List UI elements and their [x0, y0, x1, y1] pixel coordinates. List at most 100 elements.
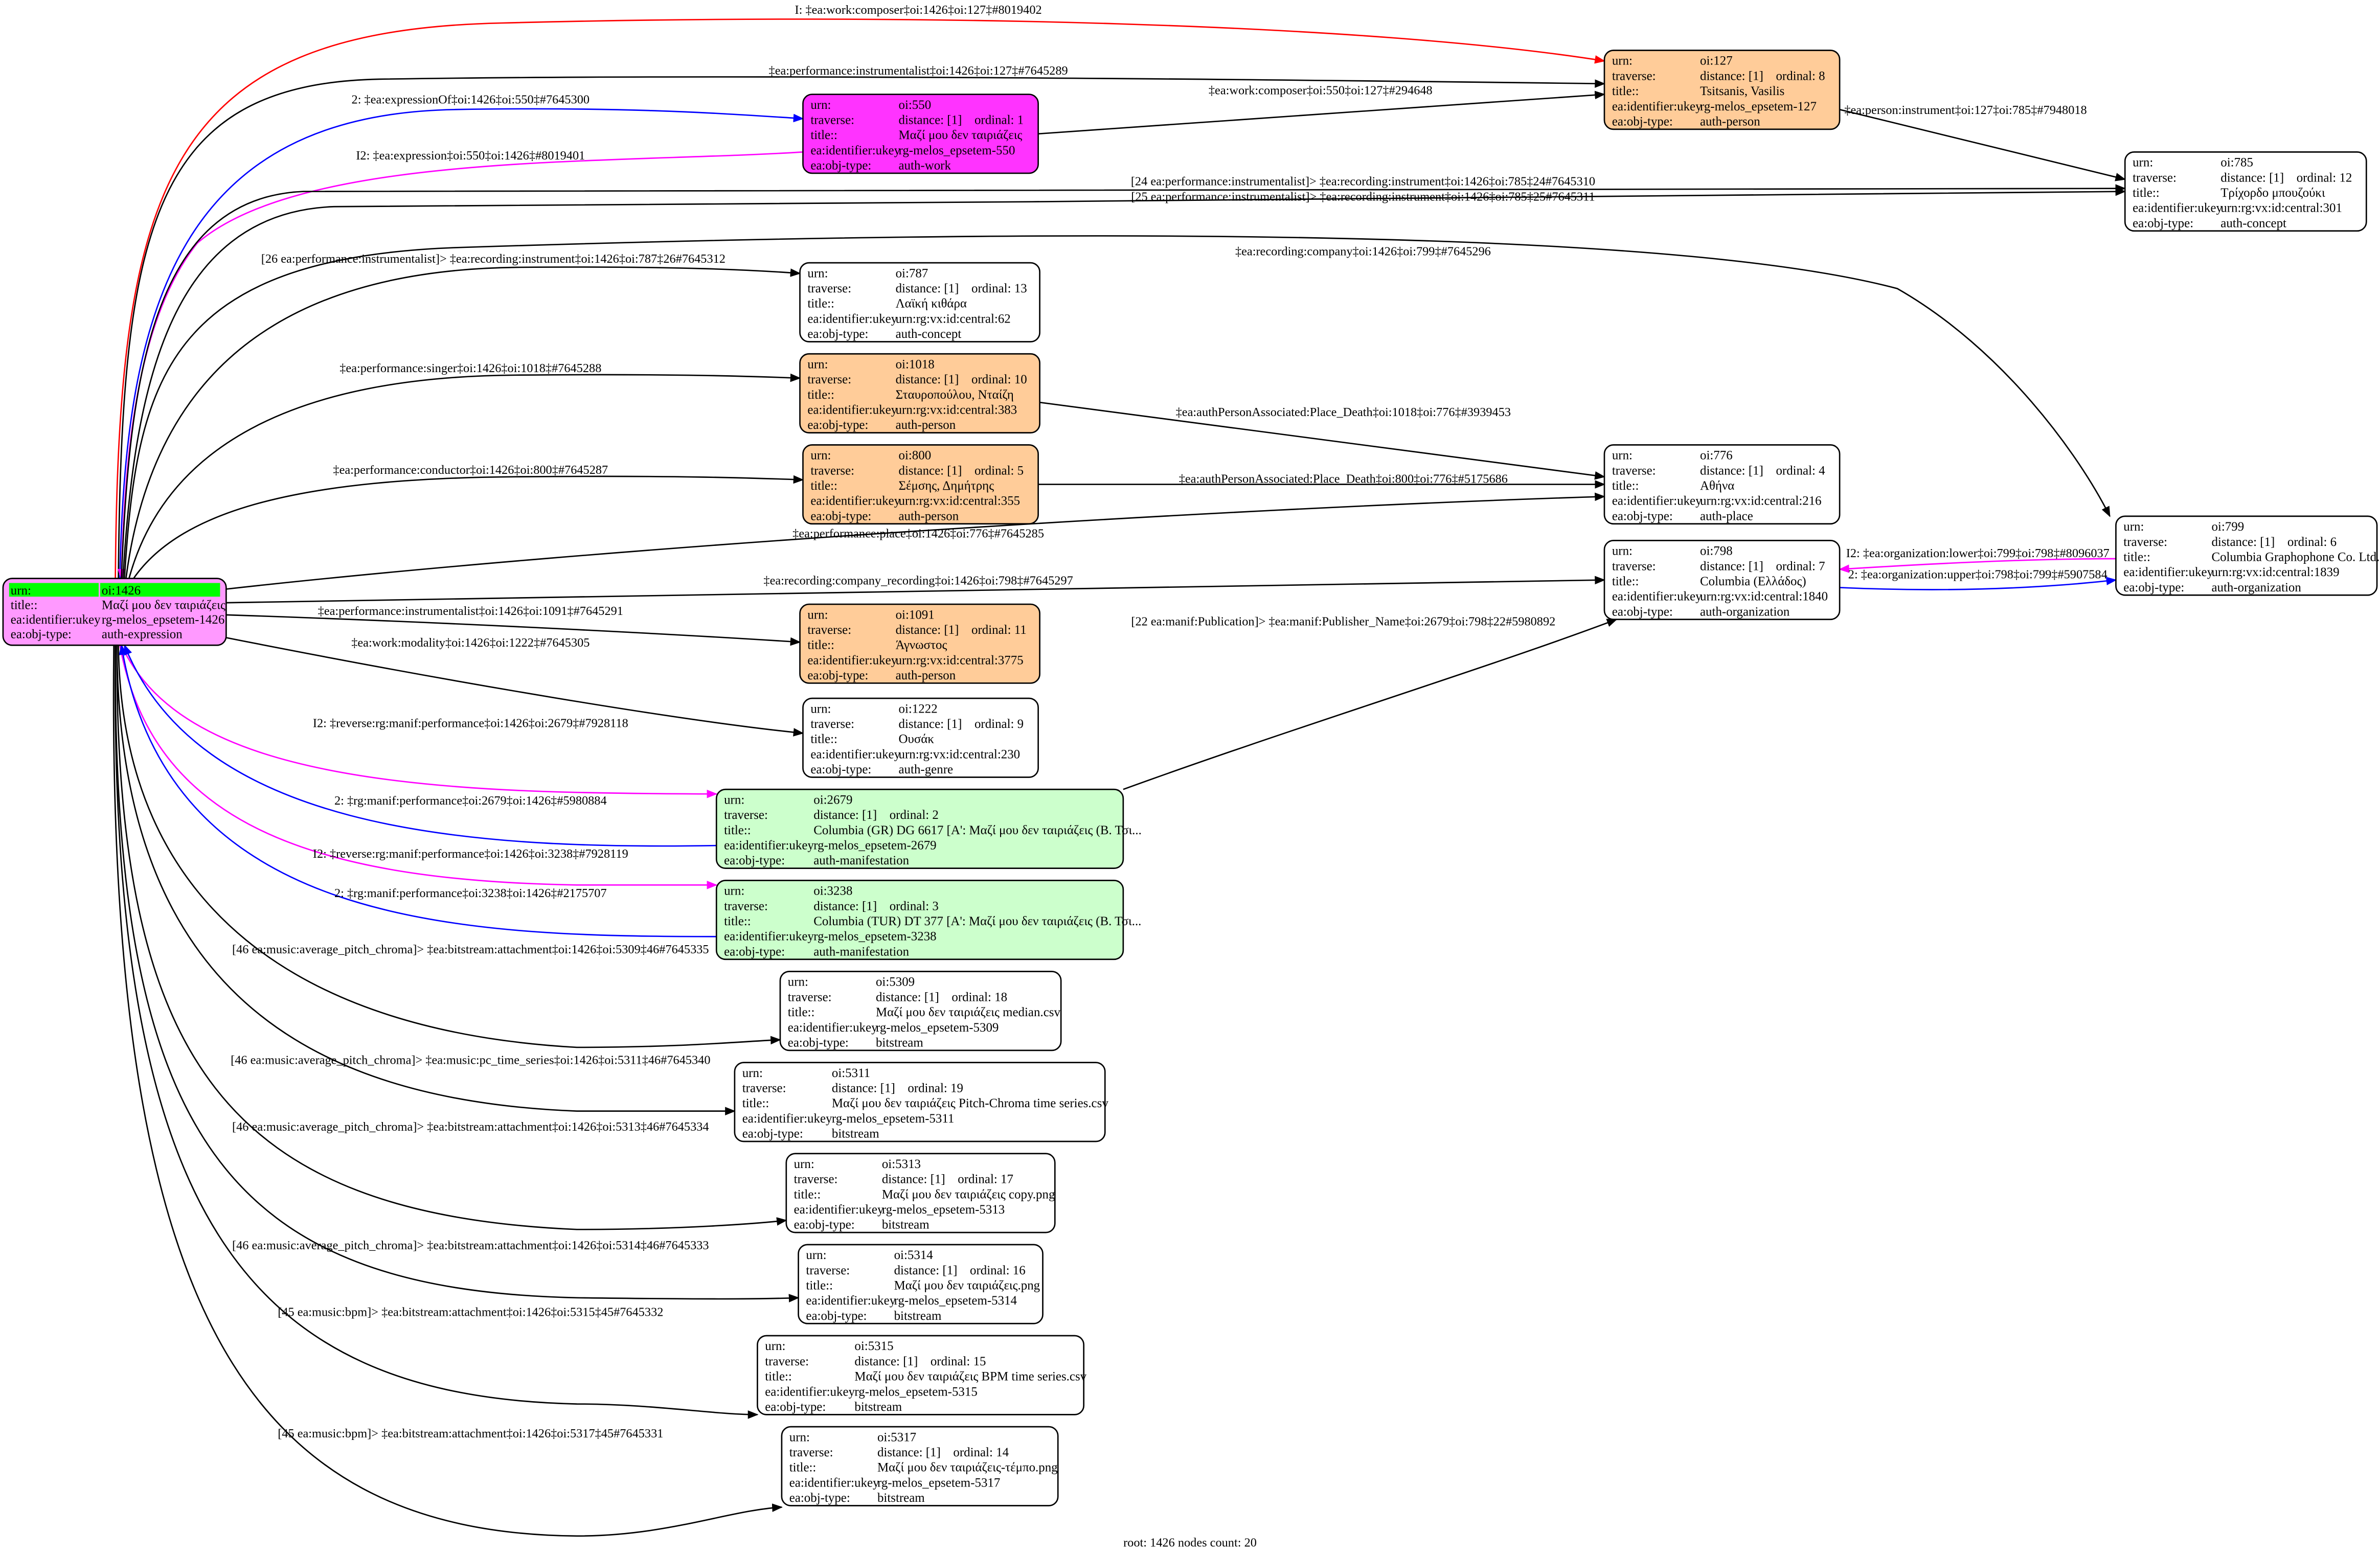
row-value-ukey: rg-melos_epsetem-550 [899, 144, 1015, 157]
edge-label: [24 ea:performance:instrumentalist]> ‡ea… [1131, 175, 1595, 189]
row-value-type: auth-person [1700, 115, 1760, 128]
row-label-urn: urn: [789, 1430, 810, 1444]
node-box [781, 1426, 1059, 1506]
row-value-ukey: rg-melos_epsetem-5311 [832, 1112, 954, 1126]
row-value-type: auth-person [896, 669, 956, 682]
row-label-urn: urn: [810, 449, 831, 463]
row-value-distance: distance: [1] [832, 1082, 895, 1095]
row-label-traverse: traverse: [724, 899, 768, 913]
row-value-urn: oi:798 [1700, 544, 1733, 558]
row-value-ordinal: ordinal: 12 [2297, 171, 2352, 185]
row-value-type: bitstream [876, 1036, 923, 1049]
row-label-traverse: traverse: [810, 464, 854, 477]
row-value-type: auth-expression [102, 627, 183, 641]
row-value-distance: distance: [1] [1700, 559, 1763, 573]
row-value-urn: oi:1222 [899, 702, 938, 716]
row-label-urn: urn: [1612, 449, 1633, 463]
row-label-ukey: ea:identifier:ukey [11, 613, 101, 627]
row-value-urn: oi:5314 [894, 1248, 934, 1262]
row-value-title: Άγνωστος [896, 638, 947, 652]
row-label-ukey: ea:identifier:ukey [810, 747, 900, 761]
edge-line [1038, 90, 1606, 135]
row-value-ukey: urn:rg:vx:id:central:216 [1700, 494, 1822, 508]
edge-799-798: I2: ‡ea:organization:lower‡oi:799‡oi:798… [1839, 546, 2116, 573]
edge-label: 2: ‡ea:expressionOf‡oi:1426‡oi:550‡#7645… [352, 93, 590, 106]
row-label-title: title:: [807, 638, 834, 652]
row-value-ukey: rg-melos_epsetem-5313 [882, 1203, 1005, 1217]
edge-label: [46 ea:music:average_pitch_chroma]> ‡ea:… [231, 1054, 710, 1067]
edge-1426-2679: I2: ‡reverse:rg:manif:performance‡oi:142… [121, 645, 718, 798]
row-label-type: ea:obj-type: [1612, 509, 1673, 523]
edge-line [119, 645, 718, 889]
row-value-ukey: rg-melos_epsetem-5314 [894, 1294, 1017, 1308]
row-label-urn: urn: [794, 1157, 814, 1171]
row-label-traverse: traverse: [1612, 464, 1656, 477]
edge-label: [25 ea:performance:instrumentalist]> ‡ea… [1131, 190, 1595, 203]
row-label-type: ea:obj-type: [810, 159, 871, 173]
row-label-type: ea:obj-type: [742, 1127, 803, 1141]
row-label-type: ea:obj-type: [11, 627, 72, 641]
row-label-ukey: ea:identifier:ukey [806, 1294, 896, 1308]
edge-1426-5311: [46 ea:music:average_pitch_chroma]> ‡ea:… [116, 645, 736, 1115]
row-value-ordinal: ordinal: 3 [890, 899, 939, 913]
edge-line [112, 645, 783, 1537]
row-label-title: title:: [1612, 84, 1639, 98]
edge-800-776: ‡ea:authPersonAssociated:Place_Death‡oi:… [1038, 472, 1606, 489]
edge-label: 2: ‡ea:organization:upper‡oi:798‡oi:799‡… [1848, 568, 2107, 582]
row-value-ukey: rg-melos_epsetem-127 [1700, 100, 1817, 113]
row-label-urn: urn: [2133, 156, 2153, 170]
edge-line [128, 373, 801, 579]
row-value-title: Αθήνα [1700, 479, 1734, 493]
edge-1426-5317: [45 ea:music:bpm]> ‡ea:bitstream:attachm… [112, 645, 783, 1537]
edge-label: ‡ea:work:modality‡oi:1426‡oi:1222‡#76453… [351, 636, 590, 650]
row-value-ordinal: ordinal: 6 [2287, 535, 2337, 549]
edge-line [1839, 108, 2126, 181]
edge-1426-5315: [45 ea:music:bpm]> ‡ea:bitstream:attachm… [114, 645, 759, 1419]
row-value-ordinal: ordinal: 9 [974, 717, 1024, 731]
edge-line [116, 645, 787, 1230]
row-value-type: auth-place [1700, 509, 1753, 523]
row-label-traverse: traverse: [742, 1082, 786, 1095]
row-label-ukey: ea:identifier:ukey [742, 1112, 832, 1126]
edge-1426-1091: ‡ea:performance:instrumentalist‡oi:1426‡… [226, 604, 801, 646]
row-label-traverse: traverse: [2123, 535, 2167, 549]
edge-label: I2: ‡reverse:rg:manif:performance‡oi:142… [313, 717, 628, 730]
row-value-urn: oi:799 [2211, 520, 2244, 534]
edge-line [1039, 401, 1606, 480]
edge-label: ‡ea:work:composer‡oi:550‡oi:127‡#294648 [1209, 84, 1433, 98]
row-label-urn: urn: [724, 793, 744, 807]
edge-line [1839, 558, 2116, 573]
node-box [799, 262, 1040, 342]
edge-line [124, 235, 2111, 579]
edge-line [226, 614, 801, 646]
row-label-traverse: traverse: [2133, 171, 2177, 185]
row-value-title: Μαζί μου δεν ταιριάζεις median.csv [876, 1005, 1060, 1019]
row-value-title: Μαζί μου δεν ταιριάζεις [899, 128, 1023, 142]
row-value-distance: distance: [1] [899, 113, 962, 127]
edge-1426-787: [26 ea:performance:instrumentalist]> ‡ea… [125, 252, 801, 579]
edge-2679-798: [22 ea:manif:Publication]> ‡ea:manif:Pub… [1123, 615, 1618, 790]
edge-1426-800: ‡ea:performance:conductor‡oi:1426‡oi:800… [133, 463, 804, 579]
edge-line [121, 184, 2126, 579]
